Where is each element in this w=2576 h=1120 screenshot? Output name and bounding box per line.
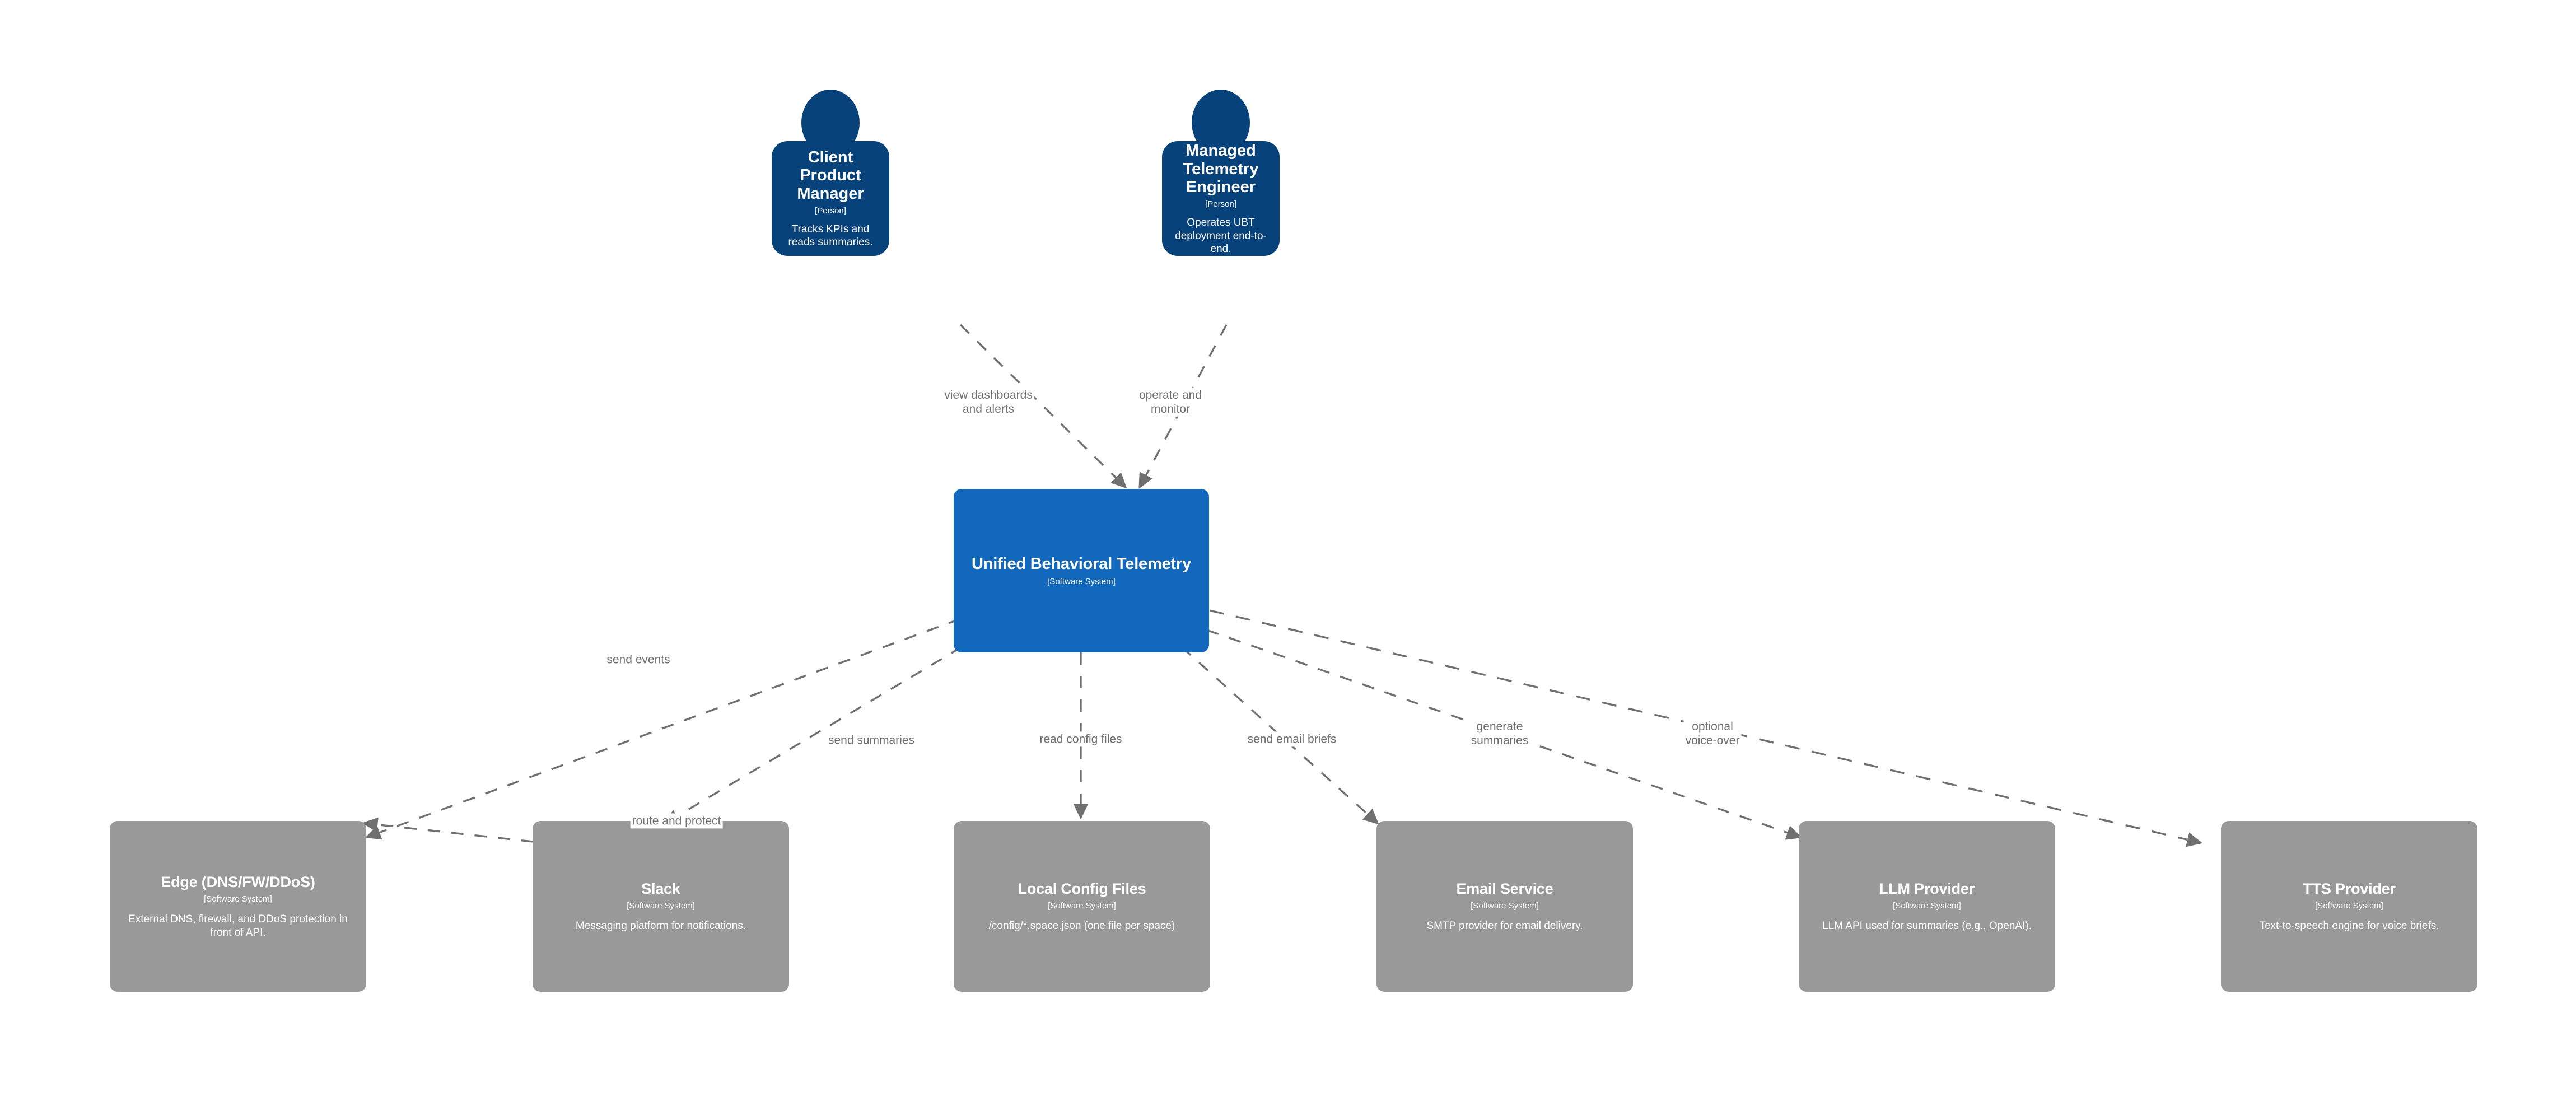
person-description: Operates UBT deployment end-to-end.: [1175, 217, 1267, 255]
person-type-label: [Person]: [815, 206, 846, 216]
system-email-service[interactable]: Email Service [Software System] SMTP pro…: [1376, 821, 1633, 992]
edge-label-generate-summaries: generate summaries: [1469, 718, 1530, 749]
person-managed-telemetry-engineer[interactable]: Managed Telemetry Engineer [Person] Oper…: [1162, 90, 1280, 314]
system-type-label: [Software System]: [1471, 901, 1539, 911]
system-slack[interactable]: Slack [Software System] Messaging platfo…: [533, 821, 789, 992]
system-title: LLM Provider: [1879, 880, 1975, 897]
system-type-label: [Software System]: [1893, 901, 1961, 911]
system-title: Edge (DNS/FW/DDoS): [161, 874, 315, 891]
system-tts-provider[interactable]: TTS Provider [Software System] Text-to-s…: [2221, 821, 2477, 992]
person-client-product-manager[interactable]: Client Product Manager [Person] Tracks K…: [772, 90, 889, 314]
system-type-label: [Software System]: [204, 894, 272, 904]
edge-label-optional-voice-over: optional voice-over: [1683, 718, 1742, 749]
person-type-label: [Person]: [1205, 199, 1236, 209]
system-type-label: [Software System]: [2315, 901, 2383, 911]
system-title: Local Config Files: [1018, 880, 1146, 897]
system-edge-dns-fw-ddos[interactable]: Edge (DNS/FW/DDoS) [Software System] Ext…: [110, 821, 366, 992]
system-title: Email Service: [1456, 880, 1553, 897]
edge-send-summaries: [664, 646, 963, 824]
system-description: /config/*.space.json (one file per space…: [988, 920, 1175, 932]
person-body: Managed Telemetry Engineer [Person] Oper…: [1162, 141, 1280, 256]
edge-label-send-events: send events: [605, 652, 672, 668]
system-description: LLM API used for summaries (e.g., OpenAI…: [1822, 920, 2032, 932]
edge-label-view-dashboards-and-alerts: view dashboards and alerts: [942, 387, 1034, 417]
system-type-label: [Software System]: [627, 901, 695, 911]
person-description: Tracks KPIs and reads summaries.: [788, 223, 873, 249]
system-description: Text-to-speech engine for voice briefs.: [2259, 920, 2439, 932]
system-type-label: [Software System]: [1048, 901, 1116, 911]
system-unified-behavioral-telemetry[interactable]: Unified Behavioral Telemetry [Software S…: [954, 489, 1209, 652]
system-title: TTS Provider: [2303, 880, 2396, 897]
system-description: SMTP provider for email delivery.: [1426, 920, 1583, 932]
person-title: Client Product Manager: [797, 148, 864, 203]
edge-label-route-and-protect: route and protect: [630, 813, 723, 829]
system-llm-provider[interactable]: LLM Provider [Software System] LLM API u…: [1799, 821, 2055, 992]
system-local-config-files[interactable]: Local Config Files [Software System] /co…: [954, 821, 1210, 992]
person-body: Client Product Manager [Person] Tracks K…: [772, 141, 889, 256]
edge-label-send-email-briefs: send email briefs: [1245, 731, 1338, 747]
system-title: Slack: [641, 880, 680, 897]
person-title: Managed Telemetry Engineer: [1183, 142, 1259, 196]
system-description: Messaging platform for notifications.: [575, 920, 746, 932]
system-type-label: [Software System]: [1047, 577, 1116, 587]
edge-label-operate-and-monitor: operate and monitor: [1137, 387, 1204, 417]
system-description: External DNS, firewall, and DDoS protect…: [128, 913, 348, 939]
system-title: Unified Behavioral Telemetry: [972, 554, 1191, 573]
edge-label-read-config-files: read config files: [1038, 731, 1124, 747]
edge-label-send-summaries: send summaries: [826, 732, 917, 748]
